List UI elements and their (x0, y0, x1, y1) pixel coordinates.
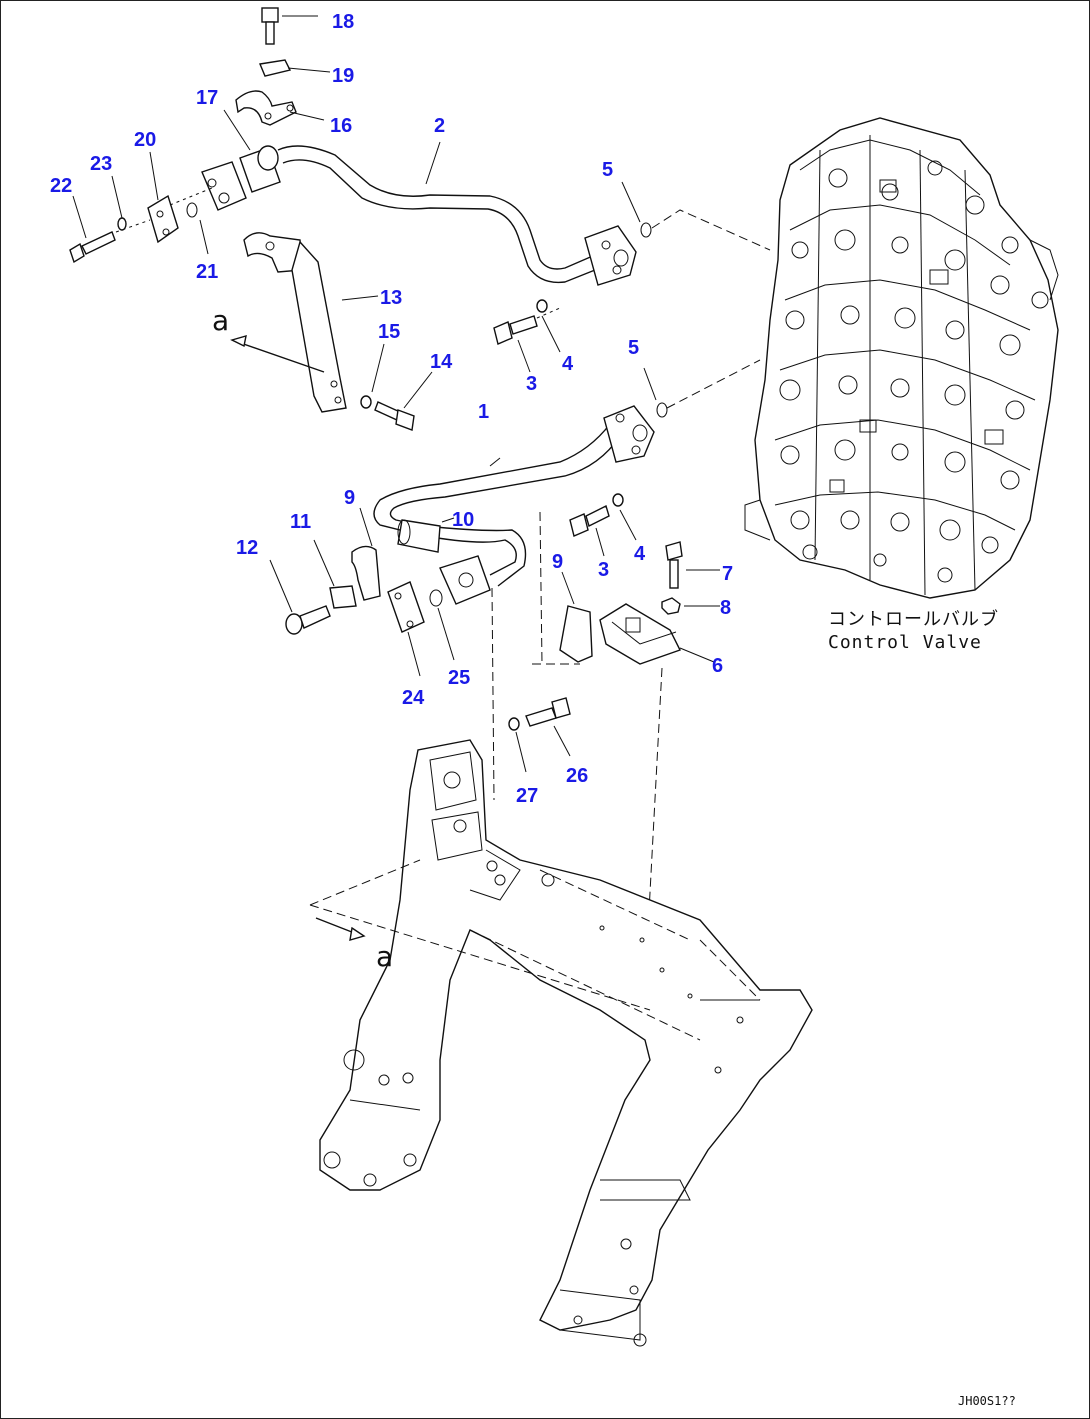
callout-27: 27 (516, 785, 538, 807)
o-ring-5 (640, 222, 652, 238)
washer-15 (360, 395, 372, 409)
bracket-6 (599, 603, 681, 665)
view-marker-a-top: a (212, 304, 229, 337)
tube-2 (277, 145, 637, 286)
bolt-22 (69, 242, 85, 264)
valve-label-jp: コントロールバルブ (828, 608, 999, 630)
callout-15: 15 (378, 321, 400, 343)
callout-24: 24 (402, 687, 425, 709)
bolt-18 (261, 7, 279, 45)
washer-4 (612, 493, 624, 507)
callout-3: 3 (526, 373, 537, 395)
callout-23: 23 (90, 153, 112, 175)
o-ring-25 (429, 589, 443, 607)
control-valve (744, 117, 1059, 599)
callout-14: 14 (430, 351, 453, 373)
plate-11 (329, 585, 357, 609)
callout-9: 9 (552, 551, 563, 573)
bracket-9 (559, 605, 593, 663)
bracket-13 (243, 232, 347, 413)
clamp-24 (387, 581, 425, 633)
drawing-code: JH00S1?? (958, 1394, 1016, 1408)
callout-11: 11 (290, 511, 311, 533)
clamp-9 (351, 545, 381, 601)
callout-17: 17 (196, 87, 218, 109)
nut-8 (661, 597, 681, 615)
callout-3: 3 (598, 559, 609, 581)
washer-23 (117, 217, 127, 231)
callout-19: 19 (332, 65, 354, 87)
view-marker-a-bottom: a (376, 940, 393, 973)
plate-19 (259, 59, 292, 77)
bolt-14 (374, 401, 415, 431)
washer-4 (536, 299, 548, 313)
callout-4: 4 (562, 353, 574, 375)
bolt-12 (285, 605, 331, 635)
valve-label-en: Control Valve (828, 632, 982, 653)
leader-dashed (666, 359, 761, 409)
callout-18: 18 (332, 11, 354, 33)
callout-13: 13 (380, 287, 402, 309)
callout-4: 4 (634, 543, 646, 565)
revolving-frame (309, 739, 813, 1347)
callout-9: 9 (344, 487, 355, 509)
o-ring-5 (656, 402, 668, 418)
tube-1 (373, 405, 655, 605)
callout-1: 1 (478, 401, 489, 423)
callout-12: 12 (236, 537, 258, 559)
callout-26: 26 (566, 765, 588, 787)
callout-16: 16 (330, 115, 352, 137)
callout-2: 2 (434, 115, 445, 137)
leader-dashed (651, 209, 771, 251)
callout-10: 10 (452, 509, 474, 531)
callout-20: 20 (134, 129, 156, 151)
o-ring-21 (186, 202, 198, 218)
washer-27 (508, 717, 520, 731)
hose-10 (397, 519, 441, 553)
callout-5: 5 (602, 159, 613, 181)
bolt-26 (525, 697, 571, 727)
arrow-a (231, 339, 325, 373)
bolt-3 (493, 315, 538, 345)
callout-5: 5 (628, 337, 639, 359)
bolt-3 (569, 505, 610, 537)
clamp-16 (235, 90, 297, 126)
callout-21: 21 (196, 261, 218, 283)
callout-25: 25 (448, 667, 470, 689)
callout-numbers: 1819161722023222151315143451910111234789… (50, 11, 733, 807)
hose-17 (201, 145, 281, 211)
callout-22: 22 (50, 175, 72, 197)
callout-6: 6 (712, 655, 723, 677)
flange-20 (147, 194, 179, 244)
bolt-7 (665, 541, 683, 589)
callout-8: 8 (720, 597, 731, 619)
callout-7: 7 (722, 563, 733, 585)
